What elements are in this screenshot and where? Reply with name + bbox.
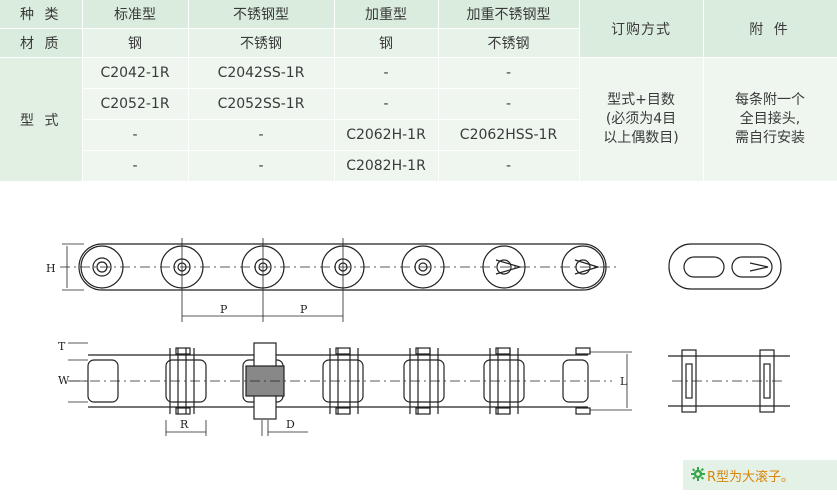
table-cell: -	[438, 88, 580, 120]
table-cell: -	[188, 150, 335, 182]
material-cell: 不锈钢	[438, 28, 580, 58]
table-cell: -	[334, 88, 439, 120]
type-label: 型 式	[0, 57, 83, 182]
roller-note: R型为大滚子。	[683, 460, 837, 490]
order-line: 以上偶数目)	[603, 130, 679, 146]
table-cell: -	[334, 57, 439, 89]
attachment-line: 需自行安装	[735, 130, 805, 146]
chain-drawing: H P P T W R D L	[46, 238, 790, 436]
connector-link-view	[668, 243, 782, 290]
table-cell: C2052SS-1R	[188, 88, 335, 120]
table-cell: C2042-1R	[82, 57, 189, 89]
dim-label-l: L	[620, 375, 628, 388]
table-cell: C2062HSS-1R	[438, 119, 580, 151]
material-cell: 钢	[82, 28, 189, 58]
order-method-cell: 型式+目数 (必须为4目 以上偶数目)	[579, 57, 704, 182]
table-cell: -	[82, 150, 189, 182]
dim-label-p1: P	[220, 303, 228, 316]
header-row-material: 材 质 钢 不锈钢 钢 不锈钢	[0, 28, 837, 58]
chain-side-view	[68, 342, 632, 436]
gear-icon	[691, 467, 705, 481]
dim-label-d: D	[286, 418, 295, 431]
dim-label-w: W	[58, 374, 70, 387]
order-line: (必须为4目	[605, 111, 677, 127]
attachment-header: 附 件	[703, 0, 837, 58]
table-row: - - C2082H-1R -	[0, 150, 837, 182]
attachment-line: 每条附一个	[735, 92, 805, 108]
header-cell: 种 类	[0, 0, 83, 29]
chain-diagram: H P P T W R D L	[0, 186, 837, 500]
connector-side-view	[668, 349, 790, 413]
material-cell: 不锈钢	[188, 28, 335, 58]
material-label: 材 质	[0, 28, 83, 58]
table-cell: -	[188, 119, 335, 151]
table-row: C2052-1R C2052SS-1R - -	[0, 88, 837, 120]
attachment-line: 全目接头,	[739, 111, 801, 127]
dim-label-t: T	[58, 340, 66, 353]
table-cell: C2052-1R	[82, 88, 189, 120]
chain-top-view	[60, 238, 620, 322]
dim-label-p2: P	[300, 303, 308, 316]
table-cell: C2082H-1R	[334, 150, 439, 182]
table-cell: -	[438, 57, 580, 89]
table-cell: C2062H-1R	[334, 119, 439, 151]
header-cell: 标准型	[82, 0, 189, 29]
table-cell: -	[438, 150, 580, 182]
attachment-cell: 每条附一个 全目接头, 需自行安装	[703, 57, 837, 182]
table-cell: C2042SS-1R	[188, 57, 335, 89]
table-row: 型 式 C2042-1R C2042SS-1R - - 型式+目数 (必须为4目…	[0, 57, 837, 182]
spec-table: 种 类 标准型 不锈钢型 加重型 加重不锈钢型 订购方式 附 件 材 质 钢 不…	[0, 0, 837, 182]
material-cell: 钢	[334, 28, 439, 58]
order-method-header: 订购方式	[579, 0, 704, 58]
dim-label-r: R	[180, 418, 189, 431]
table-row: - - C2062H-1R C2062HSS-1R	[0, 119, 837, 151]
note-text: R型为大滚子。	[707, 469, 795, 485]
table-cell: -	[82, 119, 189, 151]
order-line: 型式+目数	[607, 92, 675, 108]
header-row-type: 种 类 标准型 不锈钢型 加重型 加重不锈钢型 订购方式 附 件	[0, 0, 837, 58]
header-cell: 加重不锈钢型	[438, 0, 580, 29]
header-cell: 不锈钢型	[188, 0, 335, 29]
dim-label-h: H	[46, 262, 56, 275]
header-cell: 加重型	[334, 0, 439, 29]
